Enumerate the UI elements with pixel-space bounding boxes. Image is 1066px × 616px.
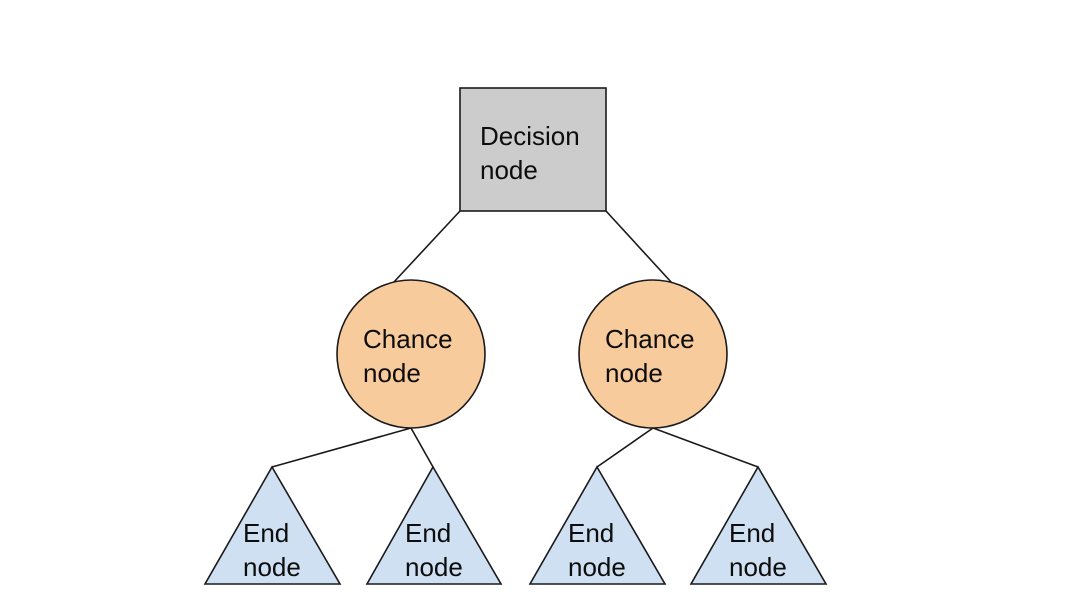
end-node-4-label-line1: End <box>729 518 775 548</box>
end-node-3-label-line1: End <box>568 518 614 548</box>
end-node-1-label-line2: node <box>243 552 301 582</box>
chance-node-right-label-line2: node <box>605 358 663 388</box>
end-node-2[interactable]: End node <box>365 465 503 585</box>
chance-node-right-label-line1: Chance <box>605 324 695 354</box>
edge-decision-to-chance-left <box>392 210 461 284</box>
chance-node-left-label-line2: node <box>363 358 421 388</box>
chance-node-left-label-line1: Chance <box>363 324 453 354</box>
end-node-2-triangle[interactable] <box>365 465 503 585</box>
end-node-3-triangle[interactable] <box>528 465 667 585</box>
end-node-4-triangle[interactable] <box>689 465 828 585</box>
connector-edges <box>271 210 759 468</box>
edge-chance-right-to-end-node-3 <box>596 427 654 468</box>
end-node-4-label-line2: node <box>729 552 787 582</box>
decision-node-label-line1: Decision <box>480 121 580 151</box>
end-node-1-triangle[interactable] <box>203 465 342 585</box>
end-node-3[interactable]: End node <box>528 465 667 585</box>
chance-node-right-circle[interactable] <box>578 279 728 429</box>
end-node-3-label-line2: node <box>568 552 626 582</box>
decision-node[interactable]: Decision node <box>459 87 607 212</box>
decision-node-label-line2: node <box>480 155 538 185</box>
chance-node-left-circle[interactable] <box>336 279 486 429</box>
edge-decision-to-chance-right <box>605 210 673 284</box>
end-node-2-label-line1: End <box>405 518 451 548</box>
end-node-2-label-line2: node <box>405 552 463 582</box>
edge-chance-right-to-end-node-4 <box>652 427 759 468</box>
chance-node-left[interactable]: Chance node <box>336 279 486 429</box>
end-node-1-label-line1: End <box>243 518 289 548</box>
chance-node-right[interactable]: Chance node <box>578 279 728 429</box>
end-node-4[interactable]: End node <box>689 465 828 585</box>
decision-node-rect[interactable] <box>459 87 607 212</box>
end-node-1[interactable]: End node <box>203 465 342 585</box>
edge-chance-left-to-end-node-2 <box>410 427 434 468</box>
edge-chance-left-to-end-node-1 <box>271 427 412 468</box>
